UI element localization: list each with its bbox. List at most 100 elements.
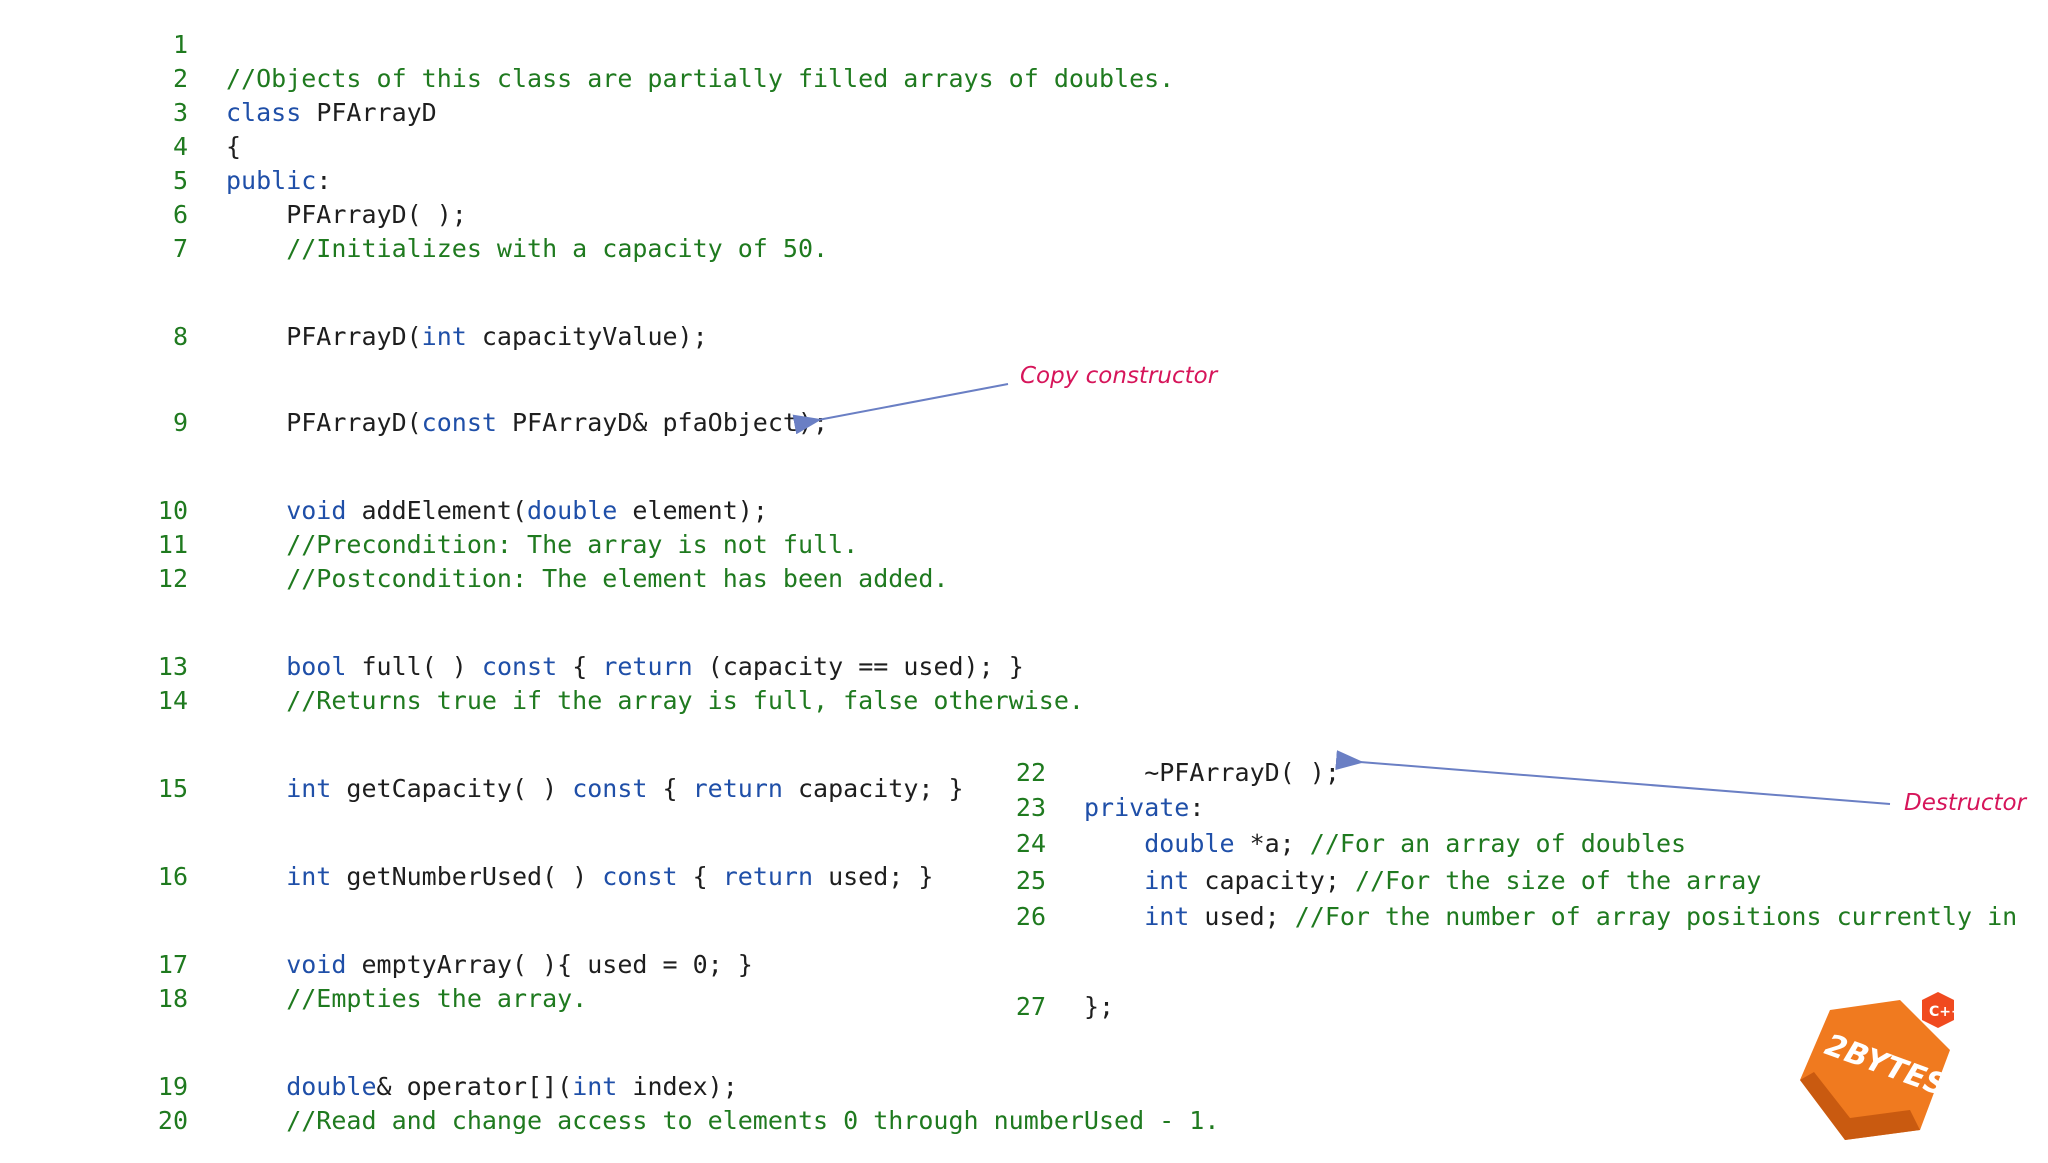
code-token: *a; <box>1234 829 1310 858</box>
code-token: (capacity == used); } <box>692 652 1024 681</box>
line-number: 25 <box>1015 866 1046 895</box>
code-token: PFArrayD <box>301 98 437 127</box>
code-text: }; <box>1084 990 1114 1024</box>
keyword-token: int <box>421 322 467 351</box>
code-text: //Postcondition: The element has been ad… <box>226 562 948 596</box>
code-token: emptyArray( ){ used = 0; } <box>346 950 753 979</box>
code-text: private: <box>1084 791 1204 825</box>
line-number: 26 <box>1015 902 1046 931</box>
line-number: 11 <box>157 530 188 559</box>
line-number: 8 <box>172 322 188 351</box>
code-text: public: <box>226 164 331 198</box>
keyword-token: const <box>481 652 558 681</box>
code-token: }; <box>1084 992 1115 1021</box>
line-number: 6 <box>172 200 188 229</box>
keyword-token: return <box>602 652 693 681</box>
code-text: int getCapacity( ) const { return capaci… <box>226 772 964 806</box>
code-token: { <box>226 132 242 161</box>
code-token: capacity; <box>1189 866 1355 895</box>
code-token: addElement( <box>346 496 528 525</box>
keyword-token: void <box>226 496 347 525</box>
comment-token: //Initializes with a capacity of 50. <box>226 234 829 263</box>
keyword-token: return <box>692 774 783 803</box>
keyword-token: void <box>226 950 347 979</box>
code-text: int getNumberUsed( ) const { return used… <box>226 860 933 894</box>
code-text: //Empties the array. <box>226 982 587 1016</box>
code-text: { <box>226 130 241 164</box>
line-number: 17 <box>157 950 188 979</box>
comment-token: //Empties the array. <box>226 984 588 1013</box>
code-text: //Read and change access to elements 0 t… <box>226 1104 1219 1138</box>
keyword-token: return <box>722 862 814 891</box>
line-number: 14 <box>157 686 188 715</box>
code-token: capacity; } <box>782 774 964 803</box>
code-text: //Initializes with a capacity of 50. <box>226 232 828 266</box>
code-token: used; } <box>813 862 934 891</box>
code-token: { <box>557 652 603 681</box>
code-token: PFArrayD( <box>226 408 422 437</box>
code-text: void emptyArray( ){ used = 0; } <box>226 948 753 982</box>
code-text: PFArrayD(int capacityValue); <box>226 320 707 354</box>
comment-token: //Returns true if the array is full, fal… <box>226 686 1084 715</box>
code-token: PFArrayD( ); <box>226 200 467 229</box>
keyword-token: int <box>572 1072 618 1101</box>
code-text: double *a; //For an array of doubles <box>1084 827 1686 861</box>
comment-token: //For an array of doubles <box>1309 829 1687 858</box>
code-token: : <box>1189 793 1205 822</box>
line-number: 15 <box>157 774 188 803</box>
comment-token: //Precondition: The array is not full. <box>226 530 859 559</box>
comment-token: //For the size of the array <box>1354 866 1762 895</box>
code-text: int capacity; //For the size of the arra… <box>1084 864 1761 898</box>
keyword-token: int <box>1084 866 1190 895</box>
code-text: ~PFArrayD( ); <box>1084 756 1340 790</box>
line-number: 9 <box>172 408 188 437</box>
code-token: : <box>316 166 332 195</box>
code-token: PFArrayD( <box>226 322 422 351</box>
line-number: 10 <box>157 496 188 525</box>
code-text: void addElement(double element); <box>226 494 768 528</box>
code-token: ~PFArrayD( ); <box>1084 758 1340 787</box>
code-token: { <box>677 862 723 891</box>
keyword-token: public <box>226 166 317 195</box>
code-token: { <box>647 774 693 803</box>
code-token: element); <box>617 496 768 525</box>
line-number: 2 <box>172 64 188 93</box>
line-number: 24 <box>1015 829 1046 858</box>
code-text: //Precondition: The array is not full. <box>226 528 858 562</box>
comment-token: //Postcondition: The element has been ad… <box>226 564 949 593</box>
cpp-2bytes-logo: 2BYTES C++ <box>1800 992 1963 1140</box>
keyword-token: int <box>1084 902 1190 931</box>
comment-token: //Objects of this class are partially fi… <box>226 64 1175 93</box>
line-number: 4 <box>172 132 188 161</box>
line-number: 19 <box>157 1072 188 1101</box>
code-text: //Objects of this class are partially fi… <box>226 62 1174 96</box>
code-token: getCapacity( ) <box>331 774 573 803</box>
logo-badge-text: C++ <box>1929 1004 1963 1020</box>
keyword-token: class <box>226 98 302 127</box>
line-number: 13 <box>157 652 188 681</box>
line-number: 22 <box>1015 758 1046 787</box>
copy-constructor-arrow <box>792 383 1009 435</box>
code-text: PFArrayD( ); <box>226 198 467 232</box>
destructor-arrow <box>1335 750 1891 805</box>
code-text: bool full( ) const { return (capacity ==… <box>226 650 1024 684</box>
line-number: 3 <box>172 98 188 127</box>
comment-token: //For the number of array positions curr… <box>1294 902 2018 931</box>
code-token: index); <box>617 1072 738 1101</box>
line-number: 5 <box>172 166 188 195</box>
keyword-token: double <box>527 496 618 525</box>
line-number: 7 <box>172 234 188 263</box>
code-token: & operator[]( <box>376 1072 573 1101</box>
code-text: int used; //For the number of array posi… <box>1084 900 2017 934</box>
code-text: //Returns true if the array is full, fal… <box>226 684 1084 718</box>
annotation-destructor: Destructor <box>1904 790 2027 816</box>
annotation-copy-constructor: Copy constructor <box>1020 363 1218 389</box>
line-number: 16 <box>157 862 188 891</box>
keyword-token: bool <box>226 652 347 681</box>
keyword-token: const <box>421 408 497 437</box>
comment-token: //Read and change access to elements 0 t… <box>226 1106 1220 1135</box>
code-token: full( ) <box>346 652 482 681</box>
line-number: 18 <box>157 984 188 1013</box>
